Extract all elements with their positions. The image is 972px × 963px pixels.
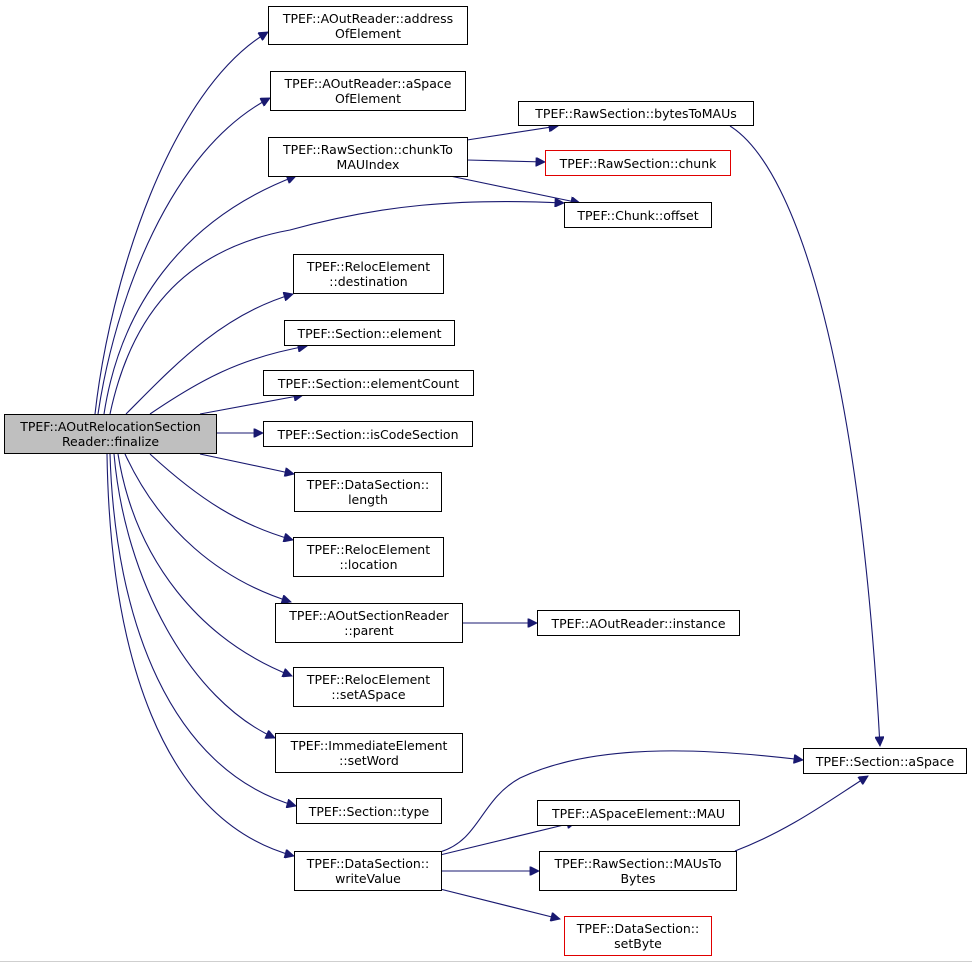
edge-finalize-element (149, 346, 307, 415)
node-section-aspace[interactable]: TPEF::Section::aSpace (803, 748, 967, 774)
edge-finalize-addressOfElement (94, 32, 268, 415)
edge-finalize-writeValue (106, 453, 294, 856)
node-length[interactable]: TPEF::DataSection:: length (294, 472, 442, 512)
node-set-word[interactable]: TPEF::ImmediateElement ::setWord (275, 733, 463, 773)
edge-chunkToMAUIndex-bytesToMAUs (466, 126, 558, 141)
edge-finalize-location (149, 453, 293, 540)
node-offset[interactable]: TPEF::Chunk::offset (564, 202, 712, 228)
node-chunk[interactable]: TPEF::RawSection::chunk (545, 150, 731, 176)
edge-finalize-offset (109, 201, 564, 415)
edge-finalize-aSpaceOfElement (97, 97, 270, 415)
edge-finalize-chunkToMAUIndex (103, 176, 296, 415)
edge-writeValue-MAU (439, 822, 576, 856)
node-chunk-to-mau-index[interactable]: TPEF::RawSection::chunkTo MAUIndex (268, 137, 468, 177)
bottom-divider (0, 961, 972, 962)
node-instance[interactable]: TPEF::AOutReader::instance (537, 610, 740, 636)
edge-finalize-setWord (113, 453, 275, 738)
edge-finalize-destination (125, 294, 293, 415)
node-mau[interactable]: TPEF::ASpaceElement::MAU (537, 800, 740, 826)
edge-finalize-type (109, 453, 296, 806)
node-parent[interactable]: TPEF::AOutSectionReader ::parent (275, 603, 463, 643)
edge-bytesToMAUs-aSpace (729, 125, 880, 746)
node-destination[interactable]: TPEF::RelocElement ::destination (293, 254, 444, 294)
edge-MAUsToBytes-aSpace (734, 776, 868, 852)
edge-writeValue-setByte (439, 888, 560, 919)
edge-chunkToMAUIndex-chunk (466, 160, 545, 162)
node-element[interactable]: TPEF::Section::element (284, 320, 455, 346)
node-bytes-to-maus[interactable]: TPEF::RawSection::bytesToMAUs (518, 101, 754, 126)
node-set-byte[interactable]: TPEF::DataSection:: setByte (564, 916, 712, 956)
edge-finalize-parent (124, 453, 291, 602)
node-set-aspace[interactable]: TPEF::RelocElement ::setASpace (293, 667, 444, 707)
node-is-code-section[interactable]: TPEF::Section::isCodeSection (263, 421, 473, 447)
node-maus-to-bytes[interactable]: TPEF::RawSection::MAUsTo Bytes (539, 851, 737, 891)
edge-finalize-length (199, 453, 294, 474)
edge-finalize-elementCount (199, 395, 303, 415)
edge-writeValue-aSpace (439, 750, 803, 853)
edge-finalize-setASpace (117, 453, 292, 676)
node-aspace-of-element[interactable]: TPEF::AOutReader::aSpace OfElement (270, 71, 466, 111)
node-address-of-element[interactable]: TPEF::AOutReader::address OfElement (268, 6, 468, 45)
edge-chunkToMAUIndex-offset (449, 175, 580, 203)
node-finalize: TPEF::AOutRelocationSection Reader::fina… (4, 414, 217, 454)
node-type[interactable]: TPEF::Section::type (296, 798, 442, 824)
node-location[interactable]: TPEF::RelocElement ::location (293, 537, 444, 577)
node-element-count[interactable]: TPEF::Section::elementCount (263, 370, 474, 396)
node-write-value[interactable]: TPEF::DataSection:: writeValue (294, 851, 442, 891)
